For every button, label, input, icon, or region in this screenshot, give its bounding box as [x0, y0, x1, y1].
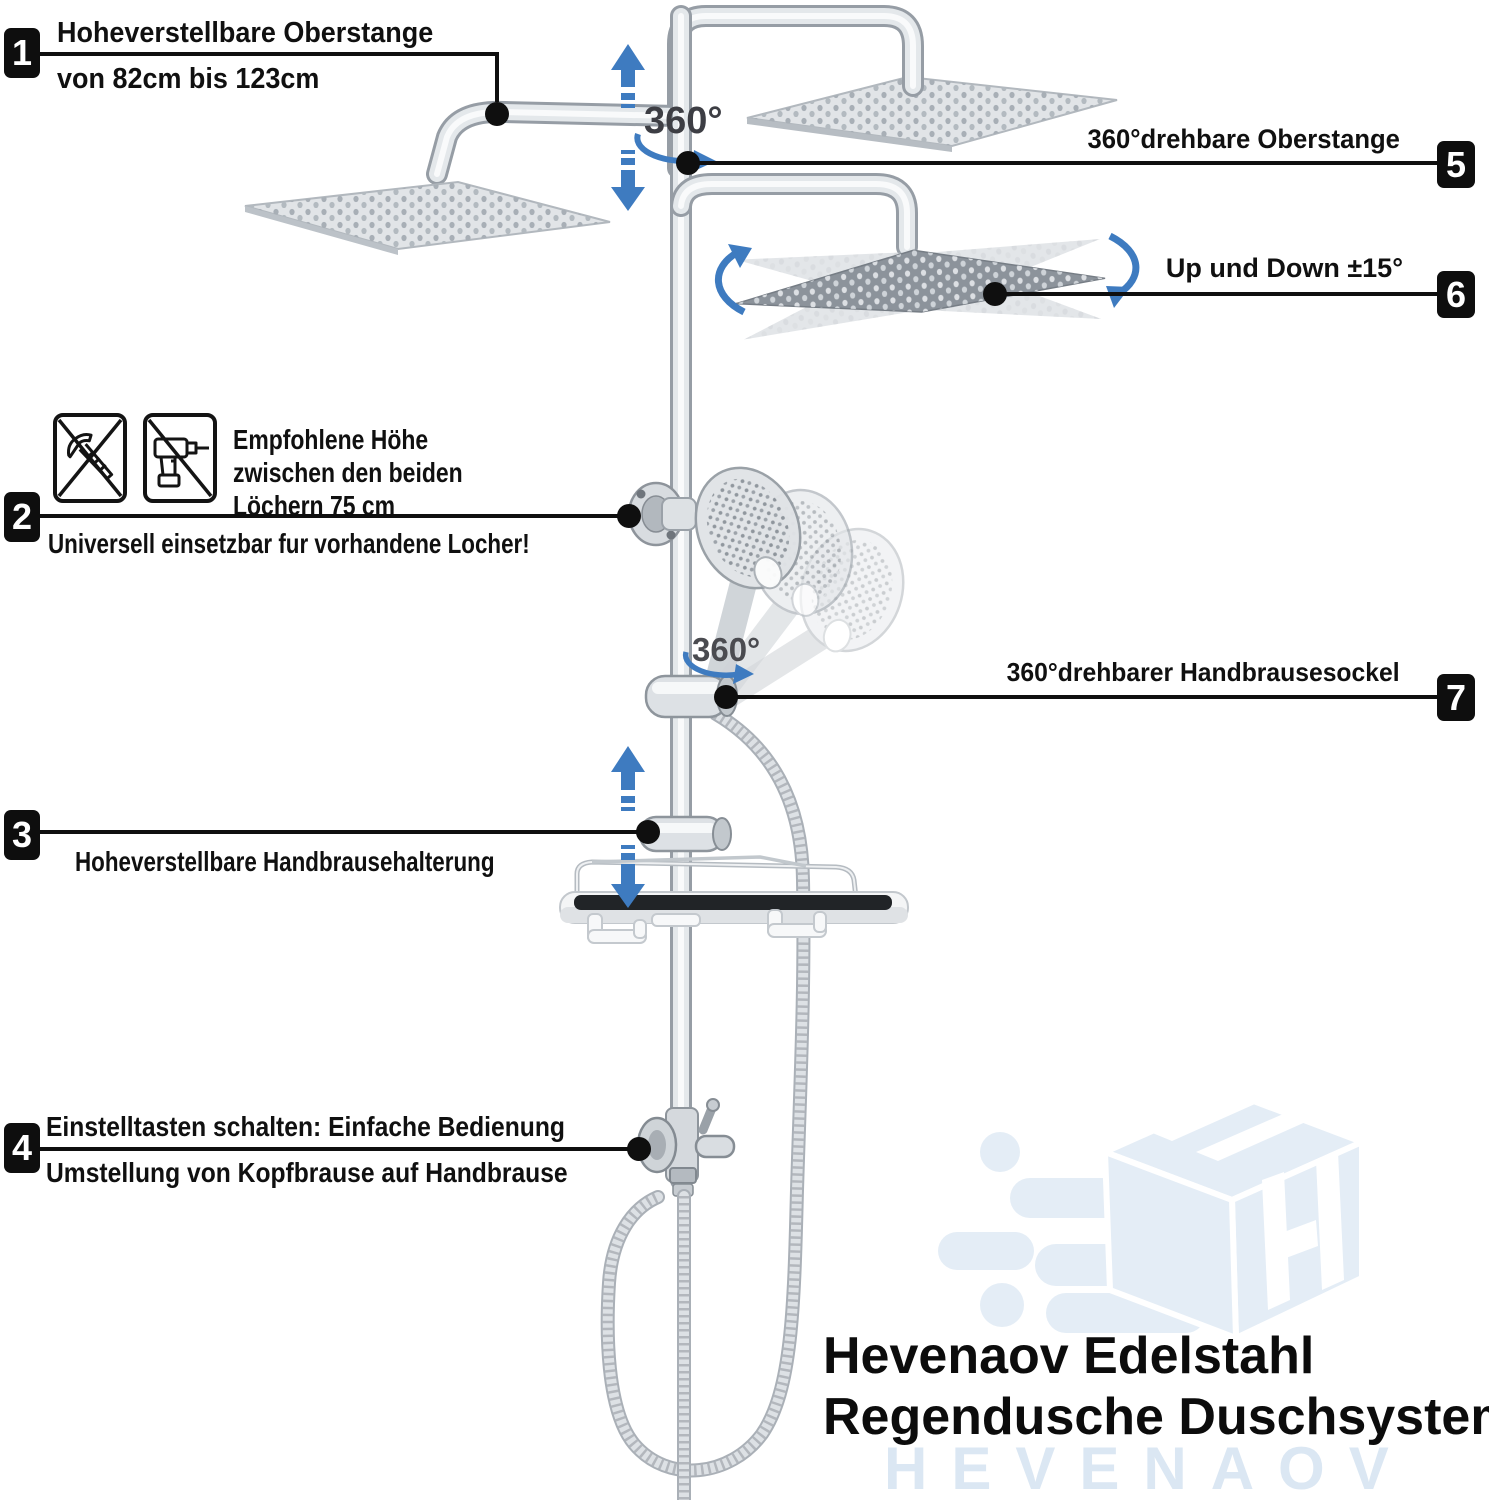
callout1-line1: Hoheverstellbare Oberstange: [57, 17, 434, 49]
callout2-caption: Universell einsetzbar fur vorhandene Loc…: [48, 528, 530, 559]
callout4-line1: Einstelltasten schalten: Einfache Bedien…: [46, 1111, 565, 1142]
pipe-mid-arm: [681, 184, 907, 247]
hand-shower-hose: [600, 707, 811, 1478]
rain-head-left: [244, 180, 611, 255]
callout2-note-line1: Empfohlene Höhe: [233, 424, 429, 455]
shelf-hooks: [587, 909, 827, 944]
no-drill-icon-graphic: [147, 418, 213, 498]
shelf: [559, 855, 909, 944]
height-adjust-arrows-handle: [611, 746, 645, 908]
brand-watermark-text: HEVENAOV: [884, 1435, 1413, 1500]
callout3-label: Hoheverstellbare Handbrausehalterung: [75, 846, 495, 877]
rotation-label-top: 360°: [644, 100, 723, 142]
badge-7: 7: [1437, 674, 1475, 721]
rotation-arrow-hand: [683, 651, 754, 684]
tilt-arrows: [715, 232, 1140, 316]
height-adjust-arrows-top: [611, 44, 645, 211]
callout2-note-line3: Löchern 75 cm: [233, 490, 396, 522]
callout6-label: Up und Down ±15°: [1165, 253, 1403, 283]
callout2-note-line2: zwischen den beiden: [233, 457, 463, 489]
height-slider: [638, 815, 732, 853]
callout-connectors: [40, 52, 1437, 1161]
no-hammer-icon: [53, 413, 127, 503]
rotation-label-hand: 360°: [692, 631, 761, 668]
no-drill-icon: [143, 413, 217, 503]
diverter-valve: [636, 1098, 736, 1197]
badge-5: 5: [1437, 141, 1475, 188]
callout4-line2: Umstellung von Kopfbrause auf Handbrause: [46, 1157, 568, 1188]
product-title-line2: Regendusche Duschsystem: [823, 1388, 1489, 1446]
product-title-line1: Hevenaov Edelstahl: [823, 1327, 1315, 1385]
callout1-line2: von 82cm bis 123cm: [57, 63, 320, 95]
wall-bracket: [627, 481, 697, 547]
no-hammer-icon-graphic: [57, 418, 123, 498]
badge-1: 1: [4, 28, 40, 78]
badge-2: 2: [4, 492, 40, 542]
callout5-label: 360°drehbare Oberstange: [1087, 124, 1400, 154]
brand-cube-logo: [938, 1084, 1370, 1343]
badge-3: 3: [4, 810, 40, 860]
hand-shower-ghosts: [694, 466, 905, 715]
callout2-note: Empfohlene Höhe zwischen den beiden Löch…: [233, 423, 463, 522]
product-title: Hevenaov Edelstahl Regendusche Duschsyst…: [823, 1326, 1489, 1448]
tilt-head-demo: [735, 238, 1106, 340]
rain-head-top-right: [746, 75, 1118, 152]
badge-6: 6: [1437, 271, 1475, 318]
hand-shower-ghost-1: [694, 466, 802, 712]
callout7-label: 360°drehbarer Handbrausesockel: [1007, 657, 1400, 687]
badge-4: 4: [4, 1123, 40, 1173]
